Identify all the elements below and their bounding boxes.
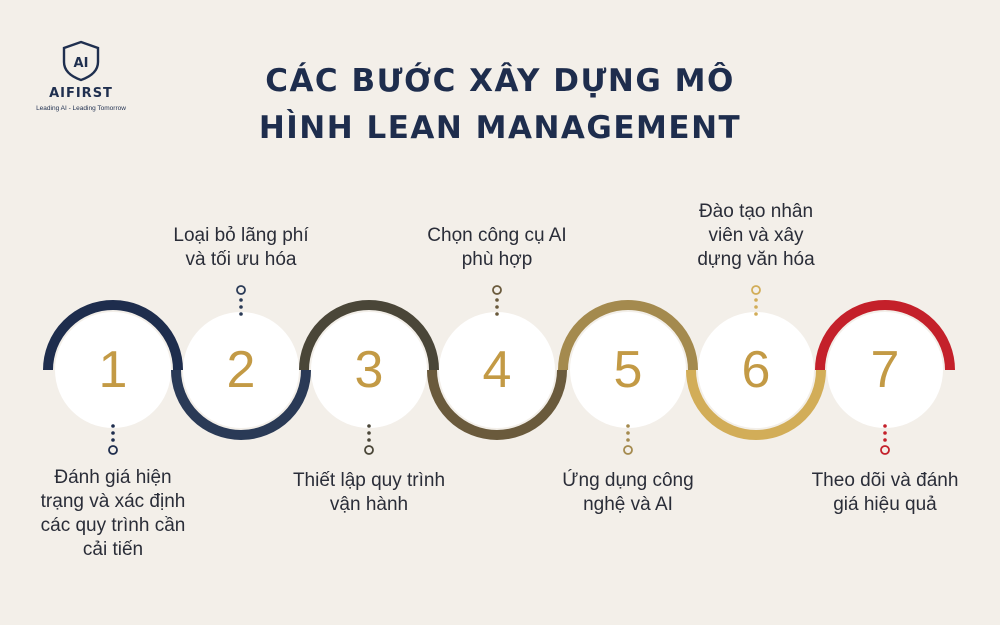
step-6-connector: [751, 285, 761, 316]
step-4-label: Chọn công cụ AI phù hợp: [427, 225, 567, 270]
title-line-1: CÁC BƯỚC XÂY DỰNG MÔ: [265, 63, 735, 99]
step-6-circle: [698, 312, 814, 428]
step-2-label: Loại bỏ lãng phí và tối ưu hóa: [173, 225, 309, 270]
step-1-label: Đánh giá hiện trạng và xác định các quy …: [40, 467, 186, 560]
step-5-label: Ứng dụng công nghệ và AI: [562, 470, 694, 515]
logo-mark: AI: [74, 56, 89, 71]
step-5: 5: [558, 300, 698, 455]
step-5-circle: [570, 312, 686, 428]
step-3-label: Thiết lập quy trình vận hành: [292, 470, 446, 515]
step-7-arc: [815, 300, 955, 371]
step-6-arc: [686, 369, 826, 440]
step-1-number: 1: [99, 341, 128, 399]
step-7-circle: [827, 312, 943, 428]
step-3-connector: [364, 424, 374, 455]
step-6-number: 6: [742, 341, 771, 399]
step-4-circle: [439, 312, 555, 428]
step-7: 7: [815, 300, 955, 455]
step-2-connector: [236, 285, 246, 316]
step-2: 2: [171, 285, 311, 440]
step-1-connector: [108, 424, 118, 455]
step-2-number: 2: [227, 341, 256, 399]
step-6-label: Đào tạo nhân viên và xây dựng văn hóa: [697, 201, 815, 270]
step-7-label: Theo dõi và đánh giá hiệu quả: [811, 470, 959, 515]
step-5-number: 5: [614, 341, 643, 399]
title-line-2: HÌNH LEAN MANAGEMENT: [258, 110, 742, 146]
step-4-arc: [427, 369, 567, 440]
shield-logo-icon: AI: [62, 40, 100, 82]
step-3-number: 3: [355, 341, 384, 399]
step-3-arc: [299, 300, 439, 371]
step-7-connector: [880, 424, 890, 455]
brand-tagline: Leading AI - Leading Tomorrow: [36, 105, 126, 112]
step-3: 3: [299, 300, 439, 455]
step-3-circle: [311, 312, 427, 428]
step-2-circle: [183, 312, 299, 428]
step-2-arc: [171, 369, 311, 440]
step-4: 4: [427, 285, 567, 440]
step-1: 1: [43, 300, 183, 455]
step-6: 6: [686, 285, 826, 440]
step-4-connector: [492, 285, 502, 316]
page-title: CÁC BƯỚC XÂY DỰNG MÔ HÌNH LEAN MANAGEMEN…: [200, 58, 800, 152]
step-4-number: 4: [483, 341, 512, 399]
step-5-arc: [558, 300, 698, 371]
brand-name: AIFIRST: [49, 86, 113, 101]
logo: AI AIFIRST Leading AI - Leading Tomorrow: [26, 40, 136, 112]
step-1-arc: [43, 300, 183, 371]
step-5-connector: [623, 424, 633, 455]
step-1-circle: [55, 312, 171, 428]
step-7-number: 7: [871, 341, 900, 399]
